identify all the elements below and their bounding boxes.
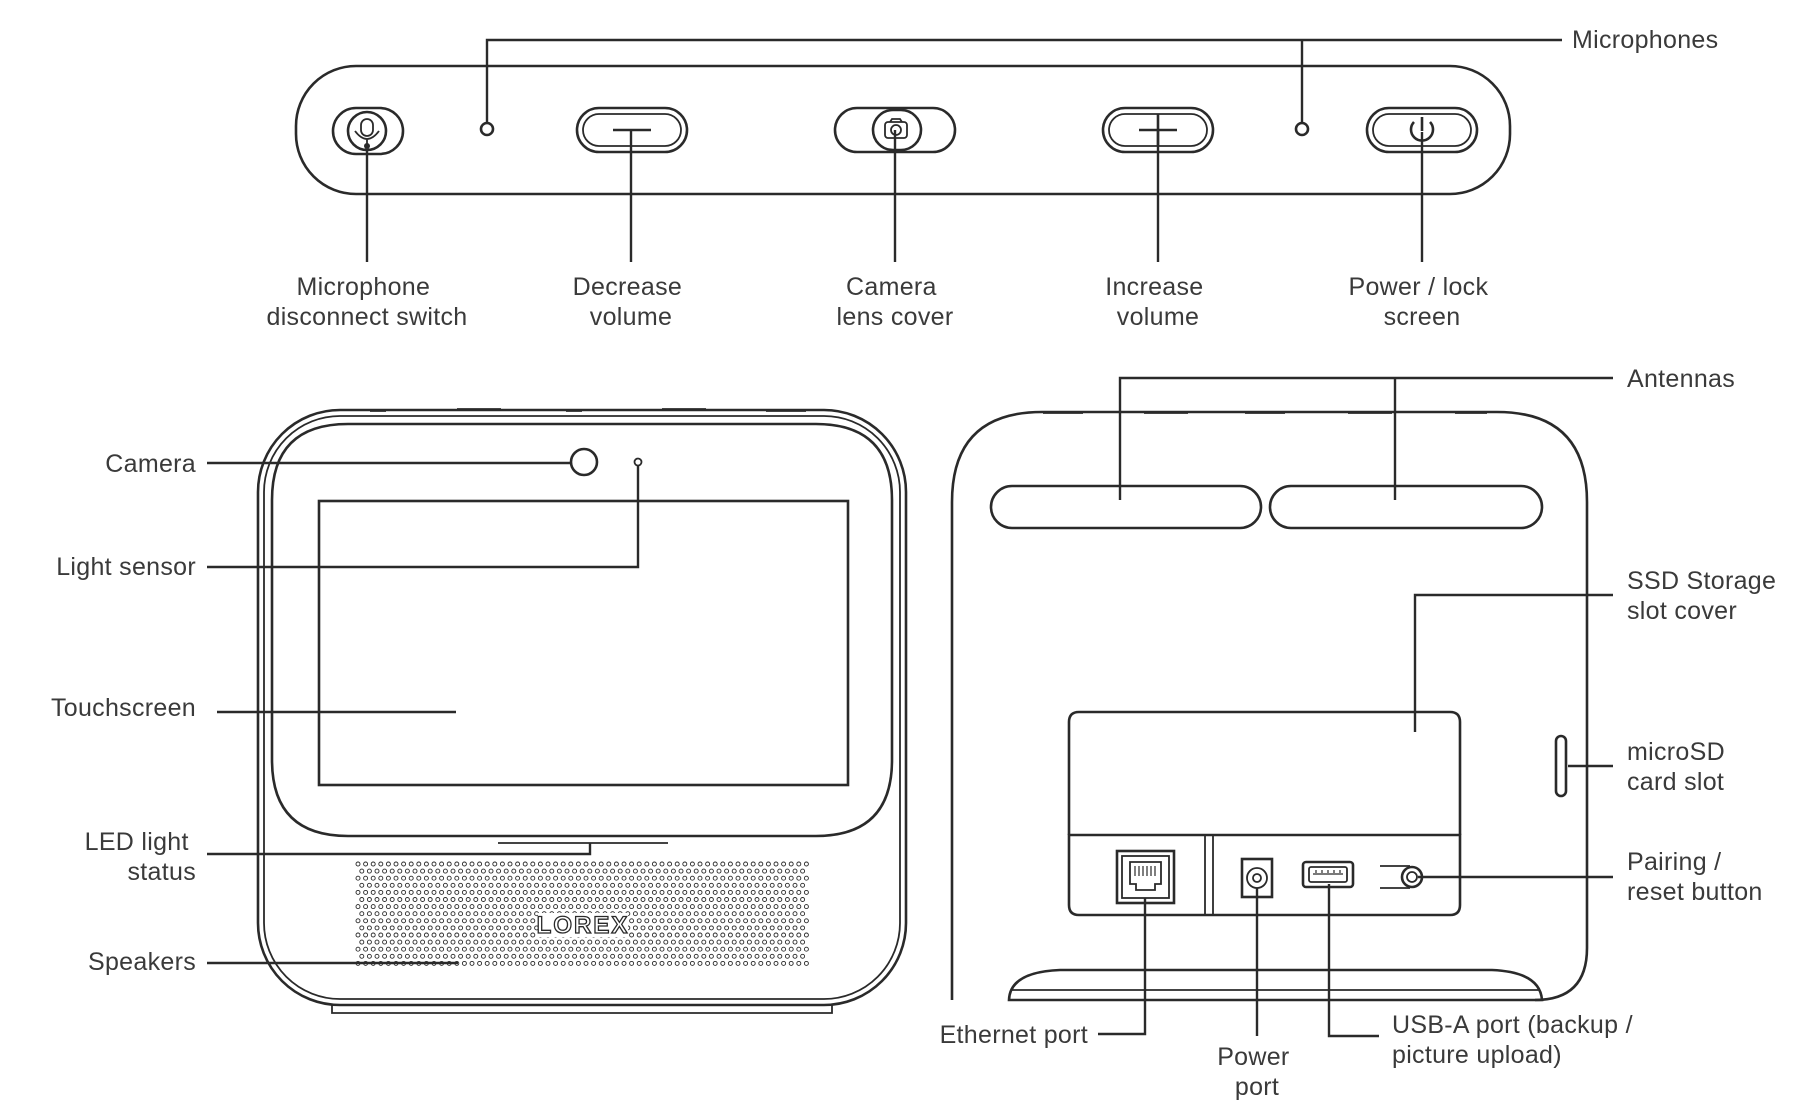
back-view: Antennas SSD Storage slot cover microSD … bbox=[940, 365, 1783, 1101]
label-power-port: Power port bbox=[1217, 1043, 1297, 1101]
leader-light-sensor bbox=[207, 466, 640, 569]
port-panel bbox=[1067, 833, 1462, 917]
leader-antennas bbox=[1118, 376, 1613, 500]
speaker-grille-dots bbox=[355, 861, 809, 966]
top-edge-body bbox=[294, 64, 1512, 196]
back-stand bbox=[1007, 968, 1544, 1002]
label-camera: Camera bbox=[105, 450, 196, 478]
mic-switch bbox=[331, 106, 405, 156]
microphone-hole-left bbox=[479, 121, 495, 137]
microphone-hole-right bbox=[1294, 121, 1310, 137]
antenna-slot-left bbox=[989, 484, 1263, 530]
label-led-status: LED light status bbox=[85, 828, 196, 886]
front-body-inner bbox=[263, 415, 901, 1000]
front-camera bbox=[569, 447, 599, 477]
leader-microphones bbox=[485, 38, 1562, 123]
label-lens-cover: Camera lens cover bbox=[837, 273, 954, 331]
label-antennas: Antennas bbox=[1627, 365, 1735, 393]
label-speakers: Speakers bbox=[88, 948, 196, 976]
label-ethernet: Ethernet port bbox=[940, 1021, 1088, 1049]
leader-usb bbox=[1327, 884, 1379, 1038]
antenna-slot-right bbox=[1268, 484, 1544, 530]
label-usb-port: USB-A port (backup / picture upload) bbox=[1392, 1011, 1640, 1069]
leader-led-status bbox=[207, 843, 592, 856]
leader-ssd-cover bbox=[1413, 593, 1613, 732]
light-sensor bbox=[633, 457, 643, 467]
label-mic-switch: Microphone disconnect switch bbox=[266, 273, 467, 331]
brand-logo: LOREX bbox=[537, 912, 630, 939]
label-touchscreen: Touchscreen bbox=[51, 694, 196, 722]
label-light-sensor: Light sensor bbox=[56, 553, 196, 581]
touchscreen bbox=[317, 499, 850, 787]
ethernet-port bbox=[1115, 849, 1176, 905]
label-pairing: Pairing / reset button bbox=[1627, 848, 1763, 906]
label-microsd: microSD card slot bbox=[1627, 738, 1732, 796]
label-microphones: Microphones bbox=[1572, 26, 1718, 54]
label-power-lock: Power / lock screen bbox=[1348, 273, 1495, 331]
front-face-panel bbox=[270, 422, 894, 838]
top-view: Microphones Microphone disconnect switch… bbox=[266, 26, 1718, 331]
ssd-cover bbox=[1067, 710, 1462, 835]
microsd-slot bbox=[1554, 734, 1568, 798]
leader-ethernet bbox=[1098, 898, 1147, 1036]
front-view: LOREX Camera Light sensor Touchscreen LE… bbox=[51, 408, 908, 1014]
label-decrease-volume: Decrease volume bbox=[573, 273, 690, 331]
back-body bbox=[950, 410, 1589, 1002]
label-increase-volume: Increase volume bbox=[1105, 273, 1211, 331]
label-ssd-cover: SSD Storage slot cover bbox=[1627, 567, 1783, 625]
reset-button bbox=[1380, 865, 1424, 889]
front-body-outer bbox=[256, 408, 908, 1007]
usb-a-port bbox=[1301, 860, 1355, 889]
